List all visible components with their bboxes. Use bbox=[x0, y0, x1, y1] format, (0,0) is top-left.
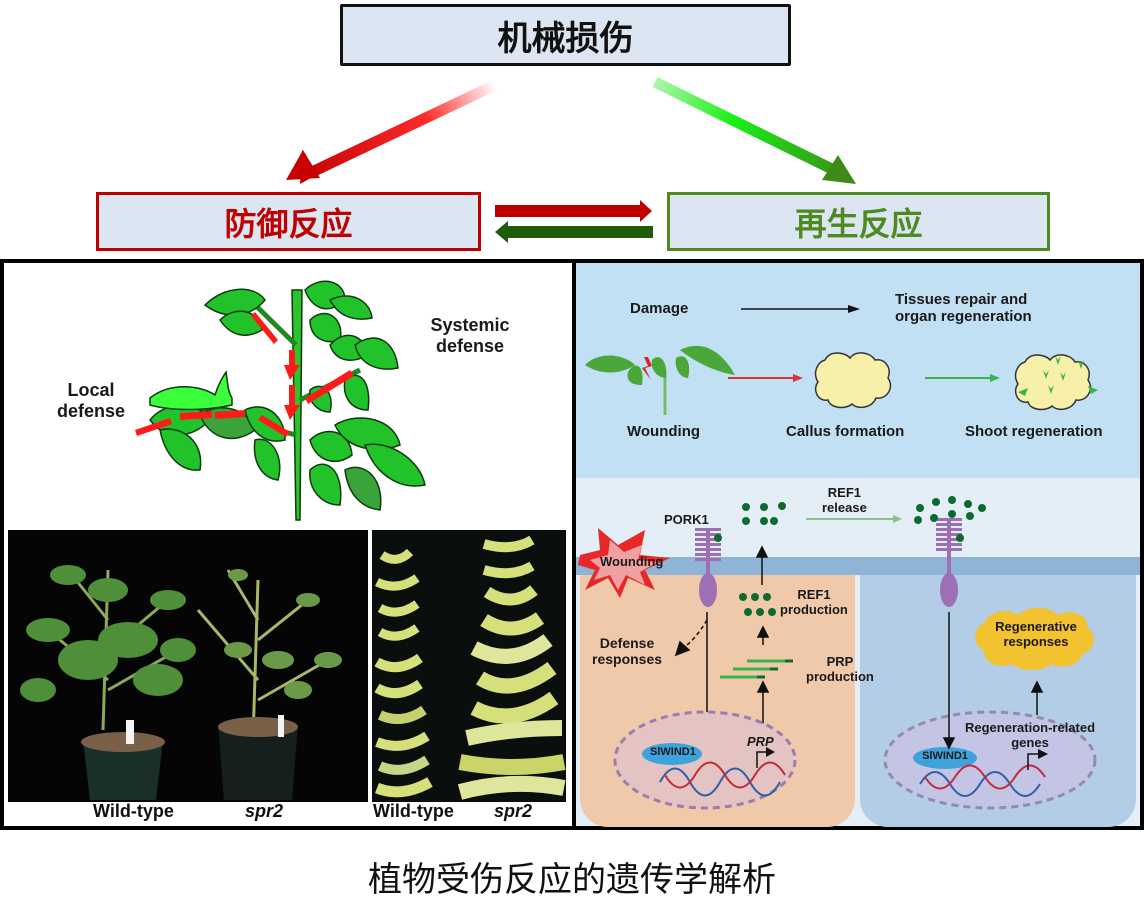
prp-production-line2: production bbox=[806, 668, 874, 684]
defense-response-title: 防御反应 bbox=[224, 204, 353, 243]
mechanical-damage-box: 机械损伤 bbox=[340, 4, 791, 66]
outcome-label: Tissues repair and organ regeneration bbox=[895, 291, 1032, 326]
arrow-to-defense bbox=[286, 80, 498, 184]
defense-responses-line2: responses bbox=[592, 651, 663, 668]
regeneration-overview bbox=[576, 263, 1140, 478]
regeneration-response-box: 再生反应 bbox=[667, 192, 1050, 251]
local-defense-label: Local defense bbox=[46, 380, 136, 421]
figure-caption: 植物受伤反应的遗传学解析 bbox=[368, 860, 776, 900]
plant-illustration bbox=[149, 280, 426, 521]
defense-response-box: 防御反应 bbox=[96, 192, 481, 251]
ref1-release-label: REF1 release bbox=[822, 485, 867, 516]
panel-divider bbox=[572, 259, 576, 830]
arrow-to-regeneration bbox=[652, 77, 856, 184]
caterpillar bbox=[149, 369, 233, 411]
neighbor-cell bbox=[860, 575, 1136, 827]
regeneration-response-title: 再生反应 bbox=[794, 204, 923, 243]
defense-responses-label: Defense responses bbox=[592, 635, 662, 667]
larvae-wild-type-label: Wild-type bbox=[373, 801, 454, 821]
outcome-line1: Tissues repair and bbox=[895, 291, 1028, 308]
prp-production-line1: PRP bbox=[826, 654, 854, 669]
prp-production-label: PRP production bbox=[806, 654, 874, 685]
mechanical-damage-title: 机械损伤 bbox=[497, 18, 634, 59]
larvae-spr2-label: spr2 bbox=[494, 801, 533, 821]
callus-step-label: Callus formation bbox=[786, 423, 905, 440]
wild-type-plant bbox=[20, 565, 196, 800]
damage-label: Damage bbox=[630, 300, 689, 317]
defense-signal-arrows bbox=[135, 312, 354, 437]
plants-wild-type-label: Wild-type bbox=[93, 801, 174, 821]
ref1-release-line2: release bbox=[822, 499, 867, 515]
plants-spr2-label: spr2 bbox=[245, 801, 284, 821]
wounding-step-label: Wounding bbox=[627, 423, 701, 440]
regenerative-responses-line1: Regenerative bbox=[995, 619, 1077, 634]
wounding-cell-label: Wounding bbox=[600, 554, 664, 569]
tomato-plant-diagram bbox=[135, 280, 426, 521]
slwind1-left-label: SlWIND1 bbox=[650, 746, 696, 758]
regeneration-genes-line2: genes bbox=[1011, 734, 1049, 750]
cell-membrane bbox=[576, 557, 1140, 575]
prp-gene-label: PRP bbox=[747, 734, 774, 749]
spr2-plant bbox=[196, 569, 342, 800]
shoot-step-label: Shoot regeneration bbox=[965, 423, 1103, 440]
systemic-defense-line2: defense bbox=[435, 335, 505, 356]
regenerative-responses-label: Regenerative responses bbox=[988, 619, 1084, 650]
plants-photo-illustration bbox=[20, 565, 342, 800]
larvae-photo bbox=[372, 530, 566, 802]
regeneration-genes-label: Regeneration-related genes bbox=[965, 720, 1096, 751]
local-defense-line2: defense bbox=[56, 400, 126, 421]
plants-photo bbox=[8, 530, 368, 802]
ref1-release-line1: REF1 bbox=[827, 485, 862, 500]
slwind1-right-label: SlWIND1 bbox=[922, 750, 968, 762]
ref1-production-line2: production bbox=[780, 601, 848, 617]
systemic-defense-label: Systemic defense bbox=[420, 315, 520, 356]
outcome-line2: organ regeneration bbox=[895, 308, 1032, 326]
local-defense-line1: Local bbox=[67, 380, 115, 400]
pork1-label: PORK1 bbox=[664, 512, 709, 527]
exchange-arrows bbox=[495, 200, 653, 243]
defense-responses-line1: Defense bbox=[599, 635, 655, 651]
larvae-photo-illustration bbox=[374, 535, 566, 800]
regenerative-responses-line2: responses bbox=[1003, 633, 1069, 649]
ref1-production-label: REF1 production bbox=[780, 587, 848, 618]
ref1-production-line1: REF1 bbox=[797, 587, 831, 602]
top-arrows bbox=[286, 77, 856, 243]
spr2-larvae bbox=[457, 535, 566, 800]
systemic-defense-line1: Systemic bbox=[430, 315, 510, 335]
regeneration-genes-line1: Regeneration-related bbox=[965, 720, 1096, 735]
wild-type-larvae bbox=[374, 548, 433, 798]
